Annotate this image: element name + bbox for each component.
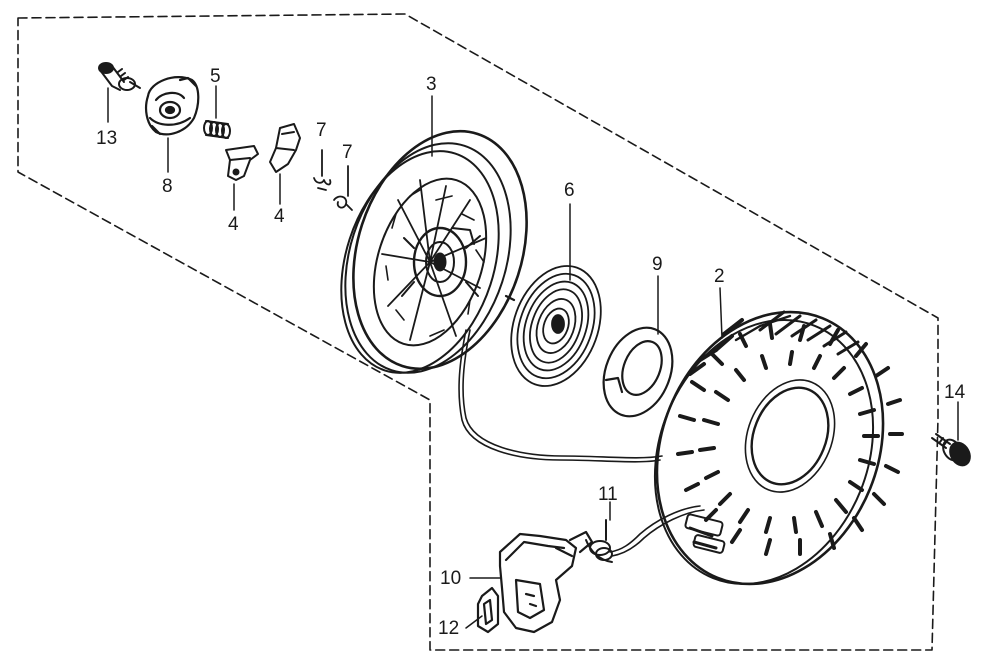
callout-7a: 7 xyxy=(316,120,327,141)
return-spring-part-7a xyxy=(313,149,332,191)
bolt-part-13 xyxy=(98,62,141,91)
callout-8: 8 xyxy=(162,176,173,197)
ratchet-pawl-part-4a xyxy=(225,145,259,181)
grip-insert-part-12 xyxy=(476,586,500,634)
callout-6: 6 xyxy=(564,180,575,201)
callout-12: 12 xyxy=(438,618,459,639)
ratchet-guide-part-8 xyxy=(145,76,200,136)
recoil-spring-part-6 xyxy=(504,265,602,387)
callout-10: 10 xyxy=(440,568,461,589)
callout-2: 2 xyxy=(714,266,725,287)
spring-part-5 xyxy=(203,120,231,139)
callout-4b: 4 xyxy=(274,206,285,227)
leader-lines xyxy=(107,85,959,629)
callout-9: 9 xyxy=(652,254,663,275)
grip-handle-part-10 xyxy=(498,530,594,634)
callout-11: 11 xyxy=(598,484,618,505)
reel-pulley-part-3 xyxy=(340,129,528,374)
callout-13: 13 xyxy=(96,128,117,149)
callout-7b: 7 xyxy=(342,142,353,163)
callout-5: 5 xyxy=(210,66,221,87)
starter-rope-path xyxy=(458,329,705,557)
rope-knot-part-11 xyxy=(585,519,613,563)
starter-case-part-2 xyxy=(653,310,904,586)
callout-14: 14 xyxy=(944,382,966,403)
callout-3: 3 xyxy=(426,74,437,95)
callout-4a: 4 xyxy=(228,214,239,235)
assembly-boundary xyxy=(17,13,939,651)
callout-labels: 13 8 5 4 4 7 7 3 6 9 2 14 11 10 12 xyxy=(96,66,966,639)
flange-bolt-part-14 xyxy=(931,433,971,467)
ratchet-pawl-part-4b xyxy=(269,123,301,173)
spring-cover-part-9 xyxy=(602,326,674,418)
return-spring-part-7b xyxy=(333,165,353,211)
